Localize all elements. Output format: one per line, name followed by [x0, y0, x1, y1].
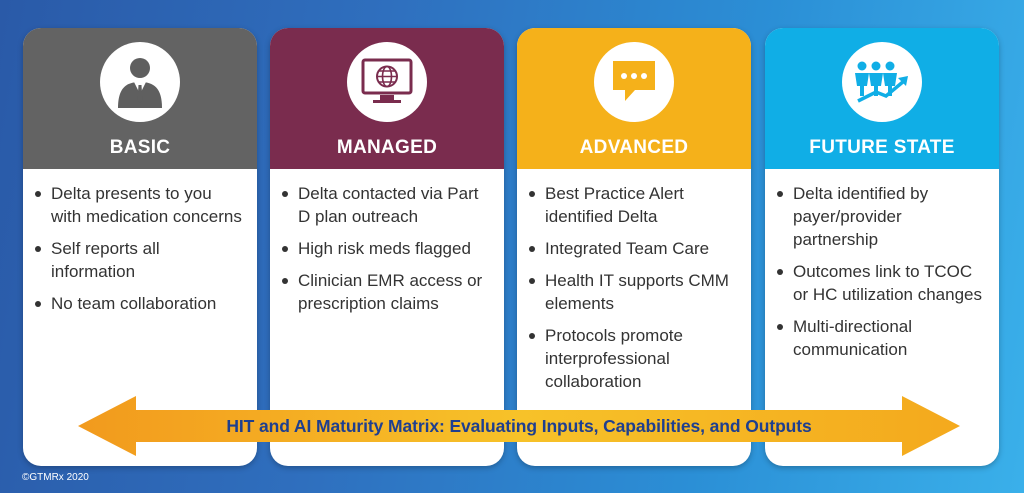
list-item: Delta contacted via Part D plan outreach: [282, 182, 492, 228]
team-growth-icon: [855, 61, 908, 103]
bullet-list: Delta contacted via Part D plan outreach…: [270, 182, 504, 324]
monitor-globe-icon: [361, 58, 413, 103]
card-managed: MANAGED Delta contacted via Part D plan …: [270, 28, 504, 466]
card-title: MANAGED: [336, 137, 438, 158]
icon-badge: [347, 42, 427, 122]
list-item: No team collaboration: [35, 292, 245, 315]
bullet-list: Best Practice Alert identified Delta Int…: [517, 182, 751, 402]
maturity-arrow: HIT and AI Maturity Matrix: Evaluating I…: [78, 396, 960, 456]
list-item: Clinician EMR access or prescription cla…: [282, 269, 492, 315]
arrow-label: HIT and AI Maturity Matrix: Evaluating I…: [226, 415, 812, 436]
list-item: Integrated Team Care: [529, 237, 739, 260]
icon-badge: [594, 42, 674, 122]
list-item: Self reports all information: [35, 237, 245, 283]
double-arrow-icon: [78, 396, 960, 456]
card-basic: BASIC Delta presents to you with medicat…: [23, 28, 257, 466]
icon-badge: [842, 42, 922, 122]
list-item: Delta identified by payer/provider partn…: [777, 182, 987, 251]
copyright-text: ©GTMRx 2020: [22, 472, 89, 483]
list-item: Outcomes link to TCOC or HC utilization …: [777, 260, 987, 306]
list-item: High risk meds flagged: [282, 237, 492, 260]
bullet-list: Delta identified by payer/provider partn…: [765, 182, 999, 370]
card-advanced-header: ADVANCED: [517, 28, 751, 169]
card-advanced: ADVANCED Best Practice Alert identified …: [517, 28, 751, 466]
card-basic-header: BASIC: [23, 28, 257, 169]
card-title: FUTURE STATE: [809, 137, 955, 158]
card-future-state: FUTURE STATE Delta identified by payer/p…: [765, 28, 999, 466]
list-item: Health IT supports CMM elements: [529, 269, 739, 315]
chat-bubble-icon: [613, 61, 655, 101]
card-title: BASIC: [109, 137, 171, 158]
bullet-list: Delta presents to you with medication co…: [23, 182, 257, 324]
card-future-state-header: FUTURE STATE: [765, 28, 999, 169]
list-item: Multi-directional communication: [777, 315, 987, 361]
list-item: Best Practice Alert identified Delta: [529, 182, 739, 228]
card-title: ADVANCED: [579, 137, 689, 158]
icon-badge: [100, 42, 180, 122]
list-item: Delta presents to you with medication co…: [35, 182, 245, 228]
person-icon: [118, 58, 162, 108]
list-item: Protocols promote interprofessional coll…: [529, 324, 739, 393]
card-managed-header: MANAGED: [270, 28, 504, 169]
